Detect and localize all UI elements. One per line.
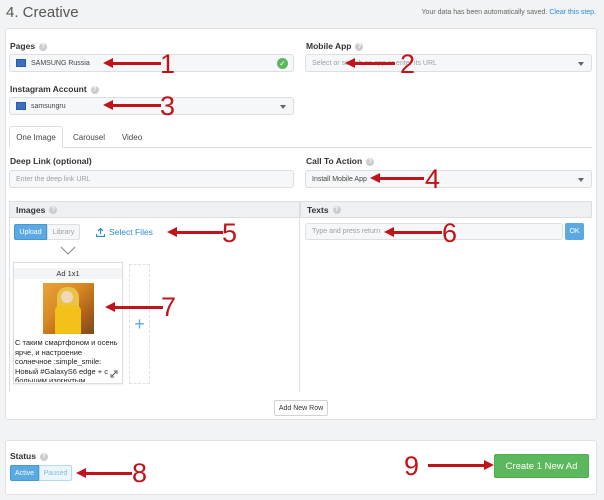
autosave-text: Your data has been automatically saved. (421, 9, 548, 16)
ad-image[interactable] (43, 283, 94, 334)
add-image-slot[interactable]: + (129, 264, 150, 384)
deep-link-input[interactable]: Enter the deep link URL (9, 170, 294, 188)
status-paused-toggle[interactable]: Paused (39, 465, 72, 481)
status-active-toggle[interactable]: Active (10, 465, 39, 481)
deep-link-label: Deep Link (optional) (10, 156, 92, 166)
chevron-down-icon (280, 105, 286, 109)
status-panel (5, 440, 597, 495)
instagram-flag-icon (16, 102, 26, 110)
annotation-arrowhead-9 (484, 460, 494, 470)
help-icon[interactable]: ? (366, 158, 375, 166)
help-icon[interactable]: ? (39, 453, 48, 461)
annotation-number-4: 4 (425, 164, 441, 194)
texts-placeholder: Type and press return (312, 228, 381, 235)
texts-header: Texts? (300, 201, 592, 218)
annotation-number-9: 9 (404, 451, 420, 481)
annotation-number-1: 1 (160, 49, 176, 79)
images-area (9, 218, 300, 392)
pages-label: Pages? (10, 41, 48, 51)
chevron-down-icon (578, 62, 584, 66)
annotation-number-2: 2 (400, 49, 416, 79)
tab-strip-line (9, 147, 592, 148)
instagram-label: Instagram Account? (10, 84, 99, 94)
annotation-number-3: 3 (160, 91, 176, 121)
upload-icon (96, 227, 105, 237)
library-toggle[interactable]: Library (47, 224, 80, 240)
mobile-app-label: Mobile App? (306, 41, 364, 51)
annotation-number-6: 6 (442, 218, 458, 248)
tab-carousel[interactable]: Carousel (72, 132, 105, 142)
help-icon[interactable]: ? (90, 86, 99, 94)
instagram-value: samsungru (31, 102, 66, 110)
page-flag-icon (16, 59, 26, 67)
ad-card[interactable]: Ad 1x1 С таким смартфоном и осень ярче, … (13, 262, 123, 384)
tab-video[interactable]: Video (121, 132, 143, 142)
help-icon[interactable]: ? (39, 43, 48, 51)
cta-value: Install Mobile App (312, 175, 367, 183)
images-header: Images? (9, 201, 300, 218)
clear-step-link[interactable]: Clear this step. (549, 9, 596, 16)
status-label: Status? (10, 451, 48, 461)
link-icon[interactable] (110, 370, 118, 378)
annotation-arrow-9 (428, 464, 486, 467)
upload-toggle[interactable]: Upload (14, 224, 47, 240)
pages-value: SAMSUNG Russia (31, 59, 90, 67)
add-new-row-button[interactable]: Add New Row (274, 400, 328, 416)
ad-text[interactable]: С таким смартфоном и осень ярче, и настр… (15, 338, 118, 382)
tab-one-image[interactable]: One Image (9, 126, 63, 148)
annotation-number-8: 8 (132, 458, 148, 488)
help-icon[interactable]: ? (49, 205, 58, 214)
chevron-down-icon[interactable] (60, 246, 76, 255)
cta-label: Call To Action? (306, 156, 375, 166)
check-icon: ✓ (277, 58, 288, 69)
plus-icon: + (134, 313, 145, 334)
annotation-number-7: 7 (161, 292, 177, 322)
cta-select[interactable]: Install Mobile App (305, 170, 592, 188)
ad-card-title: Ad 1x1 (14, 268, 122, 279)
annotation-number-5: 5 (222, 218, 238, 248)
step-title: 4. Creative (6, 4, 79, 21)
create-ad-button[interactable]: Create 1 New Ad (494, 454, 589, 478)
deep-link-placeholder: Enter the deep link URL (16, 175, 91, 183)
texts-ok-button[interactable]: OK (565, 223, 584, 240)
help-icon[interactable]: ? (355, 43, 364, 51)
select-files-button[interactable]: Select Files (96, 227, 153, 237)
chevron-down-icon (578, 178, 584, 182)
help-icon[interactable]: ? (332, 205, 341, 214)
autosave-notice: Your data has been automatically saved. … (422, 9, 596, 16)
